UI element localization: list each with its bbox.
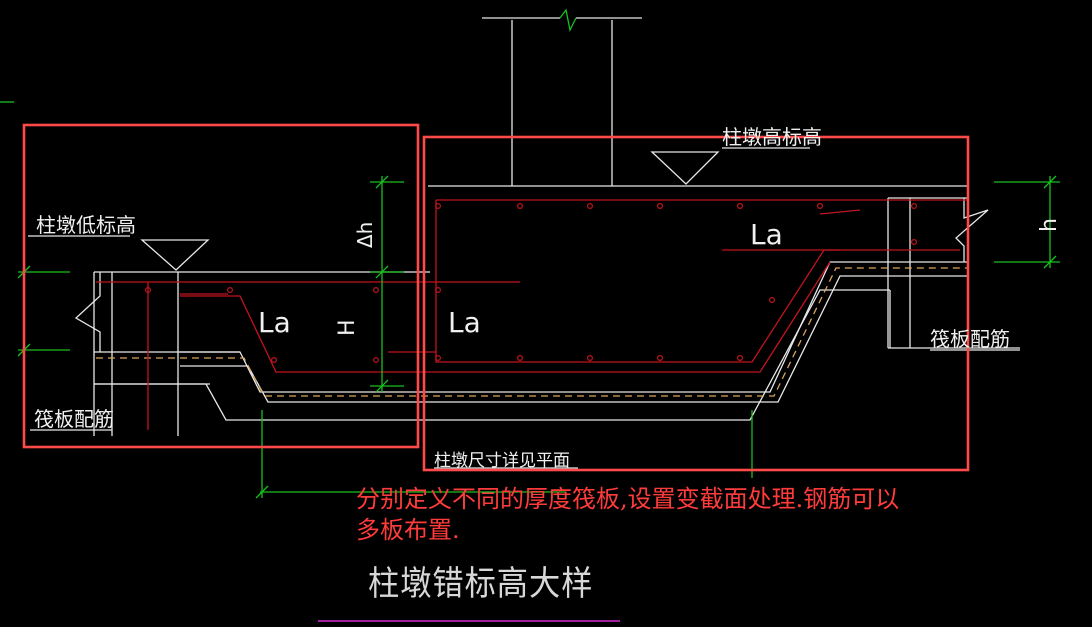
pier-high-elevation-label: 柱墩高标高 [722,125,822,149]
la-right-label: La [750,218,783,251]
rebar-dots [145,203,917,364]
pier-low-elevation-label: 柱墩低标高 [36,213,136,237]
raft-rebar-left-label: 筏板配筋 [34,407,114,431]
h-label: h [1037,218,1062,232]
highlight-box-right [422,135,970,472]
dashed-layer [96,267,968,397]
annotation-line-2: 多板布置. [356,516,460,544]
raft-rebar-right-label: 筏板配筋 [930,327,1010,351]
la-left-label: La [258,306,291,339]
highlight-box-left [22,123,420,449]
annotation-line-1: 分别定义不同的厚度筏板,设置变截面处理.钢筋可以 [356,485,900,513]
drawing-caption: 柱墩错标高大样 [368,564,594,604]
structure-outline [28,17,1020,469]
delta-h-label: Δh [353,222,377,248]
H-label: H [335,319,360,336]
la-center-label: La [448,306,481,339]
dimension-lines [0,8,1060,499]
rebar-lines [96,199,968,430]
pier-size-note-label: 柱墩尺寸详见平面 [434,451,570,471]
annotation-note: 分别定义不同的厚度筏板,设置变截面处理.钢筋可以 多板布置. [356,484,1086,546]
